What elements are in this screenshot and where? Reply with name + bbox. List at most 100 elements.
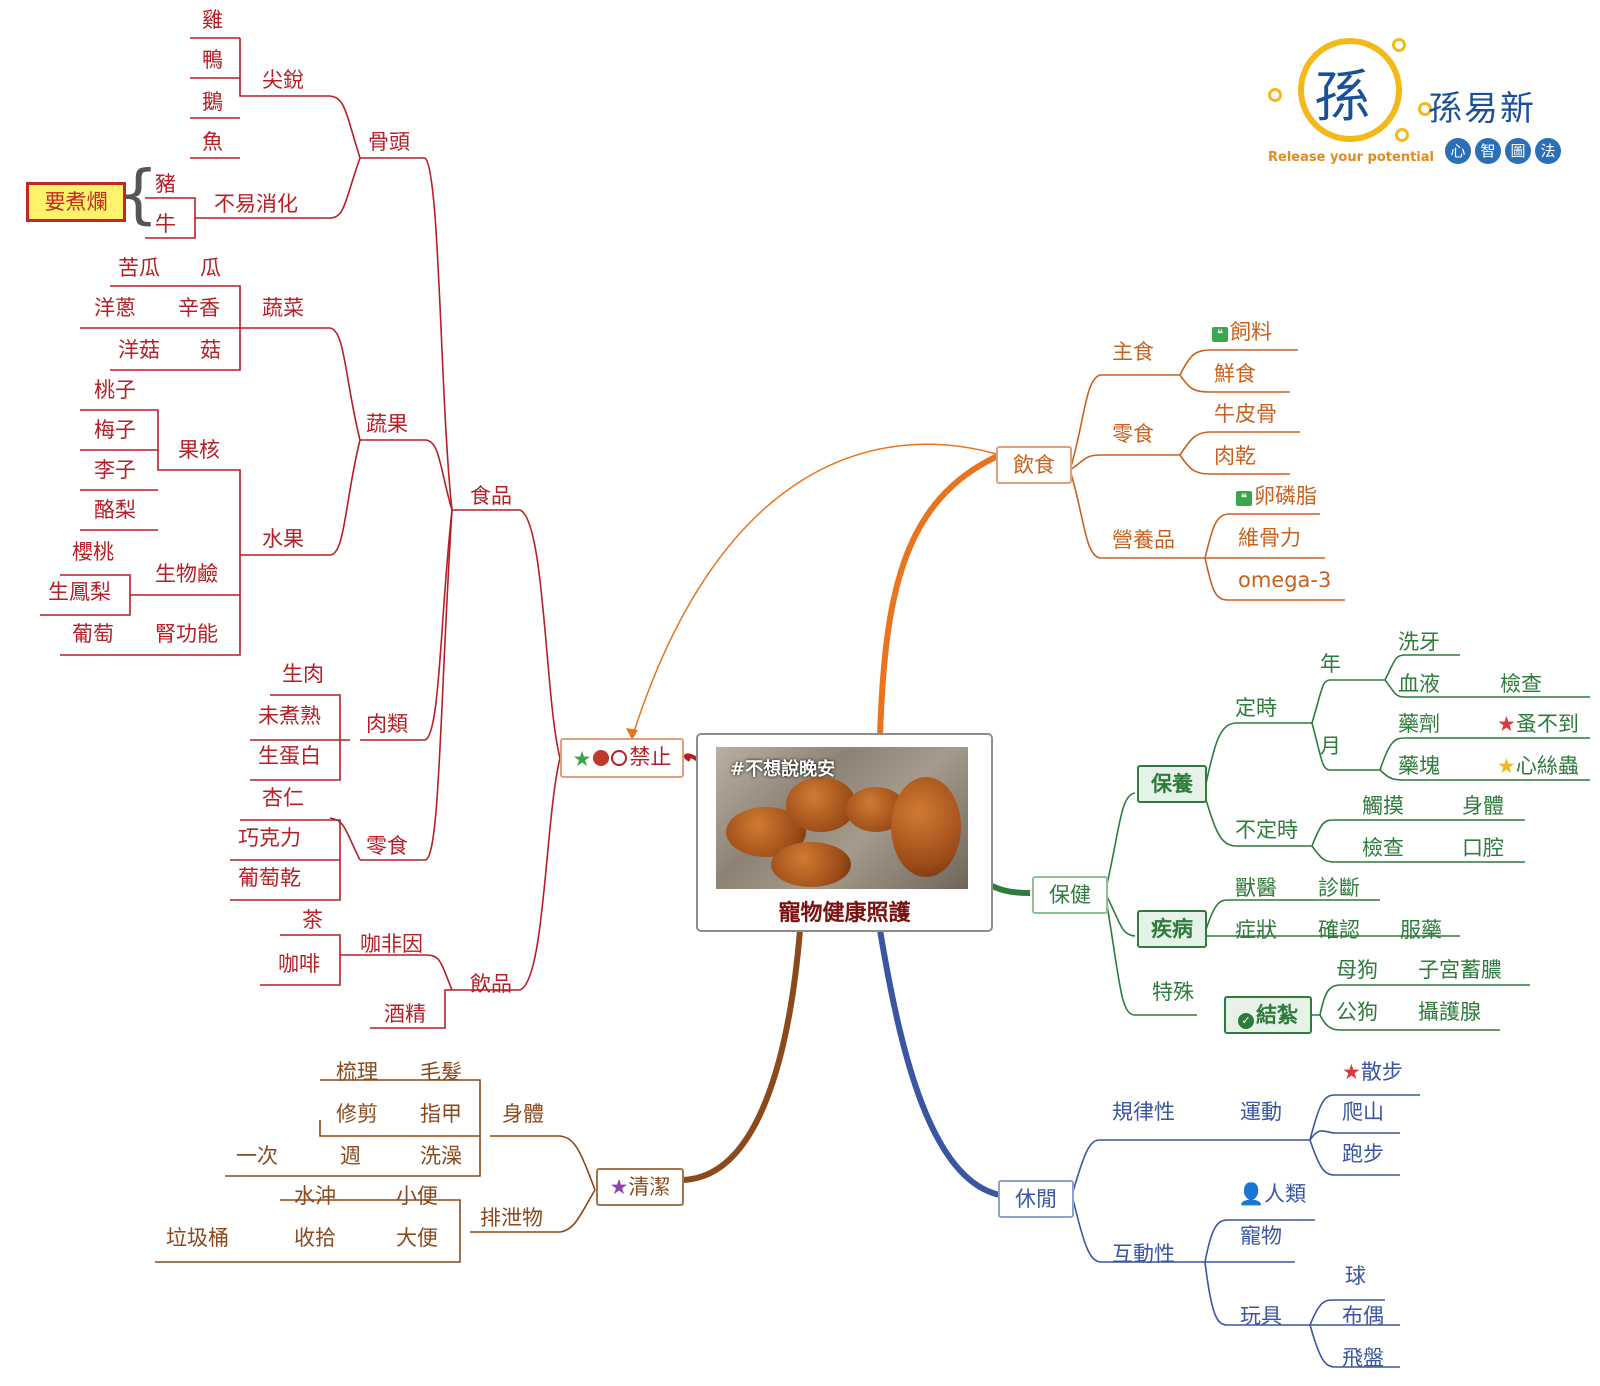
branch-leisure[interactable]: 休閒 bbox=[998, 1180, 1074, 1218]
node-bones[interactable]: 骨頭 bbox=[368, 130, 410, 154]
node-human[interactable]: 👤人類 bbox=[1238, 1182, 1306, 1206]
node-pork[interactable]: 豬 bbox=[155, 172, 176, 196]
node-chocolate[interactable]: 巧克力 bbox=[238, 826, 301, 850]
node-body[interactable]: 身體 bbox=[502, 1102, 544, 1126]
callout-must-cook[interactable]: 要煮爛 bbox=[26, 182, 126, 222]
node-nails[interactable]: 指甲 bbox=[420, 1102, 462, 1126]
node-veg-fruit[interactable]: 蔬果 bbox=[366, 412, 408, 436]
node-week[interactable]: 週 bbox=[340, 1144, 361, 1168]
node-running[interactable]: 跑步 bbox=[1342, 1142, 1384, 1166]
node-snack[interactable]: 零食 bbox=[1112, 422, 1154, 446]
node-pit[interactable]: 果核 bbox=[178, 438, 220, 462]
node-trash[interactable]: 垃圾桶 bbox=[166, 1226, 229, 1250]
node-supplement[interactable]: 營養品 bbox=[1112, 528, 1175, 552]
node-sharp[interactable]: 尖銳 bbox=[262, 68, 304, 92]
node-inspect[interactable]: 檢查 bbox=[1362, 836, 1404, 860]
node-bitter-melon[interactable]: 苦瓜 bbox=[118, 256, 160, 280]
node-almond[interactable]: 杏仁 bbox=[262, 786, 304, 810]
node-beef[interactable]: 牛 bbox=[155, 212, 176, 236]
node-toys[interactable]: 玩具 bbox=[1240, 1304, 1282, 1328]
node-tea[interactable]: 茶 bbox=[302, 908, 323, 932]
node-feces[interactable]: 大便 bbox=[396, 1226, 438, 1250]
node-fish[interactable]: 魚 bbox=[202, 130, 223, 154]
node-touch[interactable]: 觸摸 bbox=[1362, 794, 1404, 818]
node-hair[interactable]: 毛髮 bbox=[420, 1060, 462, 1084]
node-omega[interactable]: omega-3 bbox=[1238, 568, 1332, 592]
node-monthly[interactable]: 月 bbox=[1320, 734, 1341, 758]
node-raw-meat[interactable]: 生肉 bbox=[282, 662, 324, 686]
node-teeth[interactable]: 洗牙 bbox=[1398, 630, 1440, 654]
node-yearly[interactable]: 年 bbox=[1320, 652, 1341, 676]
node-snacks[interactable]: 零食 bbox=[366, 834, 408, 858]
node-trim[interactable]: 修剪 bbox=[336, 1102, 378, 1126]
node-medicine[interactable]: 服藥 bbox=[1400, 918, 1442, 942]
node-vet[interactable]: 獸醫 bbox=[1235, 876, 1277, 900]
node-peach[interactable]: 桃子 bbox=[94, 378, 136, 402]
node-fruit[interactable]: 水果 bbox=[262, 527, 304, 551]
node-indigestible[interactable]: 不易消化 bbox=[214, 192, 298, 216]
node-regularity[interactable]: 規律性 bbox=[1112, 1100, 1175, 1124]
node-care[interactable]: 保養 bbox=[1137, 765, 1207, 803]
node-goose[interactable]: 鵝 bbox=[202, 90, 223, 114]
node-alcohol[interactable]: 酒精 bbox=[384, 1002, 426, 1026]
node-plum[interactable]: 梅子 bbox=[94, 418, 136, 442]
node-mouth[interactable]: 口腔 bbox=[1462, 836, 1504, 860]
node-alkaloid[interactable]: 生物鹼 bbox=[155, 562, 218, 586]
node-check[interactable]: 檢查 bbox=[1500, 672, 1542, 696]
node-staple[interactable]: 主食 bbox=[1112, 340, 1154, 364]
node-duck[interactable]: 鴨 bbox=[202, 48, 223, 72]
node-urine[interactable]: 小便 bbox=[396, 1184, 438, 1208]
node-neuter[interactable]: ✓結紮 bbox=[1224, 996, 1312, 1034]
node-feed[interactable]: ❝飼料 bbox=[1212, 320, 1272, 344]
node-male[interactable]: 公狗 bbox=[1336, 1000, 1378, 1024]
node-cherry[interactable]: 櫻桃 bbox=[72, 540, 114, 564]
node-doll[interactable]: 布偶 bbox=[1342, 1304, 1384, 1328]
node-bath[interactable]: 洗澡 bbox=[420, 1144, 462, 1168]
node-tick[interactable]: ★蚤不到 bbox=[1497, 712, 1579, 736]
node-comb[interactable]: 梳理 bbox=[336, 1060, 378, 1084]
node-fungus[interactable]: 菇 bbox=[200, 338, 221, 362]
node-kidney[interactable]: 腎功能 bbox=[155, 622, 218, 646]
node-pineapple[interactable]: 生鳳梨 bbox=[48, 580, 111, 604]
node-body[interactable]: 身體 bbox=[1462, 794, 1504, 818]
node-caffeine[interactable]: 咖非因 bbox=[360, 932, 423, 956]
node-special[interactable]: 特殊 bbox=[1152, 980, 1194, 1004]
node-exercise[interactable]: 運動 bbox=[1240, 1100, 1282, 1124]
node-jerky[interactable]: 肉乾 bbox=[1214, 444, 1256, 468]
node-onion[interactable]: 洋蔥 bbox=[94, 296, 136, 320]
node-food[interactable]: 食品 bbox=[470, 484, 512, 508]
node-flush[interactable]: 水沖 bbox=[294, 1184, 336, 1208]
node-female[interactable]: 母狗 bbox=[1336, 958, 1378, 982]
node-symptom[interactable]: 症狀 bbox=[1235, 918, 1277, 942]
node-pyometra[interactable]: 子宮蓄膿 bbox=[1418, 958, 1502, 982]
node-avocado[interactable]: 酪梨 bbox=[94, 498, 136, 522]
node-excrement[interactable]: 排泄物 bbox=[480, 1206, 543, 1230]
node-drink[interactable]: 飲品 bbox=[470, 972, 512, 996]
node-hiking[interactable]: 爬山 bbox=[1342, 1100, 1384, 1124]
node-chicken[interactable]: 雞 bbox=[202, 8, 223, 32]
node-walk[interactable]: ★散步 bbox=[1342, 1060, 1403, 1084]
node-lecithin[interactable]: ❝卵磷脂 bbox=[1236, 484, 1317, 508]
node-melon[interactable]: 瓜 bbox=[200, 256, 221, 280]
node-once[interactable]: 一次 bbox=[236, 1144, 278, 1168]
node-raw-egg-white[interactable]: 生蛋白 bbox=[258, 744, 321, 768]
node-regular[interactable]: 定時 bbox=[1235, 696, 1277, 720]
node-ball[interactable]: 球 bbox=[1345, 1264, 1366, 1288]
node-vegetables[interactable]: 蔬菜 bbox=[262, 296, 304, 320]
node-meat[interactable]: 肉類 bbox=[366, 712, 408, 736]
node-undercooked[interactable]: 未煮熟 bbox=[258, 704, 321, 728]
node-interaction[interactable]: 互動性 bbox=[1112, 1242, 1175, 1266]
branch-diet[interactable]: 飲食 bbox=[996, 446, 1072, 484]
node-drops[interactable]: 藥劑 bbox=[1398, 712, 1440, 736]
node-joint[interactable]: 維骨力 bbox=[1238, 526, 1301, 550]
node-raisin[interactable]: 葡萄乾 bbox=[238, 866, 301, 890]
branch-cleaning[interactable]: ★清潔 bbox=[596, 1168, 684, 1206]
node-coffee[interactable]: 咖啡 bbox=[278, 952, 320, 976]
node-diagnosis[interactable]: 診斷 bbox=[1318, 876, 1360, 900]
node-irregular[interactable]: 不定時 bbox=[1235, 818, 1298, 842]
branch-health[interactable]: 保健 bbox=[1032, 876, 1108, 914]
branch-forbidden[interactable]: ★禁止 bbox=[560, 738, 684, 778]
node-blood[interactable]: 血液 bbox=[1398, 672, 1440, 696]
node-pet[interactable]: 寵物 bbox=[1240, 1224, 1282, 1248]
node-rawhide[interactable]: 牛皮骨 bbox=[1214, 402, 1277, 426]
